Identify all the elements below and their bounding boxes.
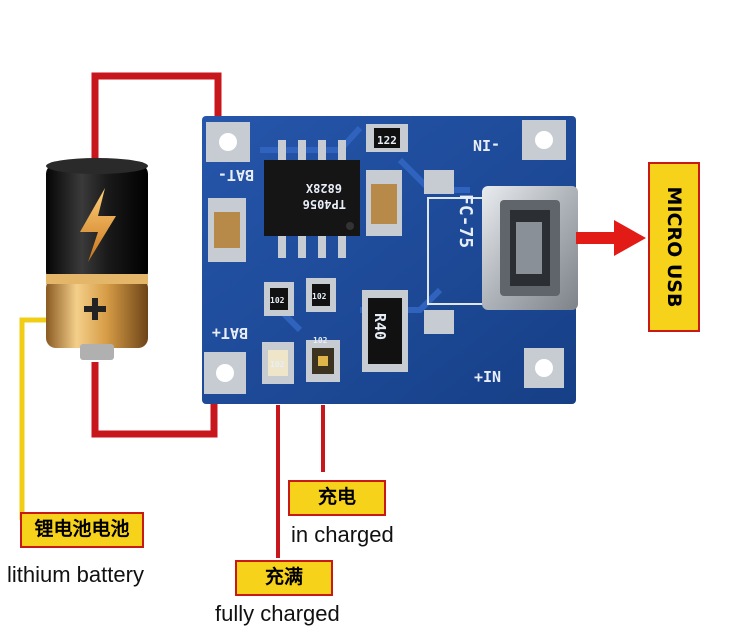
solder-pad	[424, 170, 454, 194]
label-in-minus: -IN	[473, 136, 500, 154]
capacitor	[208, 198, 246, 262]
charger-board: BAT- BAT+ -IN +IN TP4056 6828X FC-75 122…	[202, 116, 578, 404]
full-label-en: fully charged	[215, 601, 340, 626]
smd-c-marking: 102	[270, 360, 285, 369]
full-label-cn: 充满	[235, 560, 333, 596]
wire-bat-plus	[91, 362, 218, 438]
wire-bat-minus	[91, 72, 222, 160]
micro-usb-connector	[482, 186, 578, 310]
charging-label-en: in charged	[291, 522, 394, 547]
label-bat-plus: BAT+	[212, 324, 248, 342]
led-charging	[306, 340, 340, 382]
plus-icon	[84, 298, 106, 320]
resistor-top-marking: 122	[377, 134, 397, 147]
lightning-icon	[80, 188, 116, 262]
solder-pad	[424, 310, 454, 334]
smd-b-marking: 102	[312, 292, 327, 301]
smd-a-marking: 102	[270, 296, 285, 305]
smd-resistor-b	[306, 278, 336, 312]
mount-hole	[204, 352, 246, 394]
wire-battery-label	[19, 317, 48, 520]
micro-usb-text: MICRO USB	[663, 186, 685, 308]
battery-image	[46, 158, 148, 360]
chip-marking-2: 6828X	[305, 181, 342, 195]
mount-hole	[524, 348, 564, 388]
micro-usb-label: MICRO USB	[648, 162, 700, 332]
label-connector: FC-75	[455, 194, 476, 248]
smd-d-marking: 102	[313, 336, 328, 345]
charging-label-cn: 充电	[288, 480, 386, 516]
battery-label-cn: 锂电池电池	[20, 512, 144, 548]
resistor-main	[362, 290, 408, 372]
led-full	[262, 342, 294, 384]
mount-hole	[206, 122, 250, 162]
resistor-main-marking: R40	[371, 313, 389, 340]
label-in-plus: +IN	[474, 368, 501, 386]
arrow-right-icon	[576, 220, 646, 256]
capacitor	[366, 170, 402, 236]
battery-label-en: lithium battery	[7, 562, 144, 587]
smd-resistor-a	[264, 282, 294, 316]
resistor-top	[366, 124, 408, 152]
tp4056-chip	[264, 140, 360, 258]
chip-marking-1: TP4056	[303, 197, 346, 211]
mount-hole	[522, 120, 566, 160]
label-bat-minus: BAT-	[218, 166, 254, 184]
